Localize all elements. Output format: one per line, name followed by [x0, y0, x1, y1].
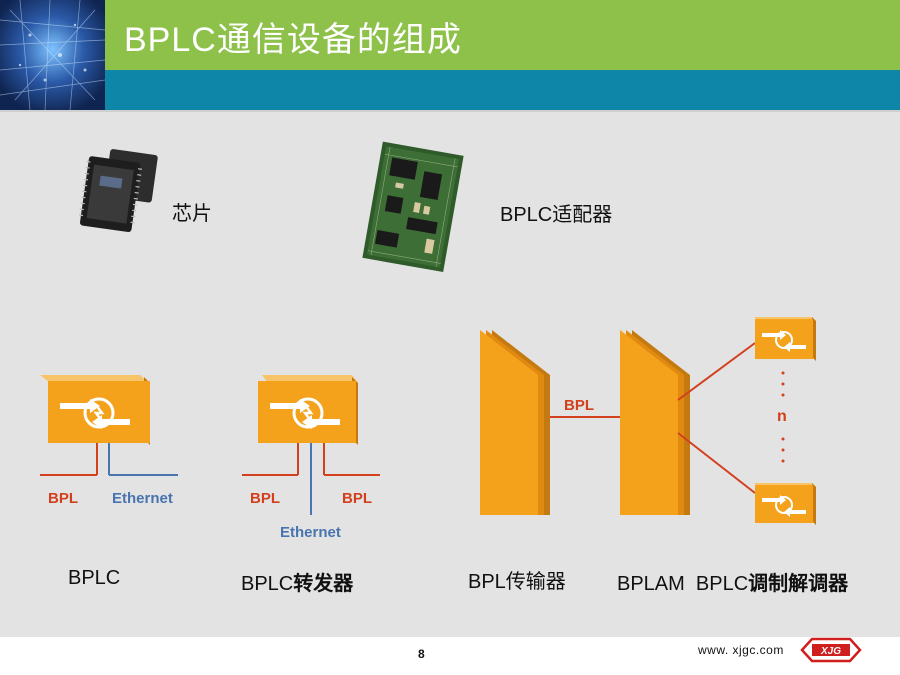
chip-label: 芯片 — [172, 203, 212, 225]
repeater-port-bpl-right: BPL — [342, 490, 372, 507]
slide-title: BPLC通信设备的组成 — [124, 21, 462, 59]
repeater-label-suffix: 转发器 — [293, 573, 354, 595]
fanout-line-top — [677, 342, 756, 401]
endpoint-router-bottom-icon — [754, 483, 816, 525]
repeater-port-ethernet: Ethernet — [280, 524, 341, 541]
corner-decoration-image — [0, 0, 105, 110]
logo-text: XJG — [820, 646, 841, 657]
page-number: 8 — [418, 647, 425, 661]
bpl-transmitter-label: BPL传输器 — [468, 571, 566, 593]
title-sub-bar — [105, 70, 900, 110]
bplc-label: BPLC — [68, 567, 121, 589]
modem-label-prefix: BPLAM BPLC — [617, 573, 749, 595]
bplc-repeater-diagram: BPL BPL Ethernet — [242, 375, 380, 541]
chip-image — [78, 149, 158, 232]
bplam-modem-label: BPLAM BPLC调制解调器 — [617, 567, 848, 596]
bplc-adapter-image — [362, 141, 464, 273]
modem-panel — [620, 330, 678, 515]
footer-url: www. xjgc.com — [698, 643, 784, 657]
bplc-port-bpl: BPL — [48, 490, 78, 507]
bplc-repeater-label: BPLC转发器 — [241, 567, 353, 596]
repeater-label-prefix: BPLC — [241, 573, 294, 595]
company-logo: XJG — [800, 637, 862, 663]
fanout-line-bottom — [677, 432, 756, 494]
bpl-link-label: BPL — [564, 397, 594, 414]
bplc-adapter-label: BPLC适配器 — [500, 204, 613, 226]
transmitter-panel — [480, 330, 538, 515]
endpoint-count-label: n — [777, 408, 787, 425]
slide-footer — [0, 637, 900, 675]
modem-label-suffix: 调制解调器 — [748, 573, 849, 595]
bplc-device-diagram: BPL Ethernet — [40, 375, 178, 507]
title-bar — [105, 0, 900, 70]
bplc-port-ethernet: Ethernet — [112, 490, 173, 507]
endpoint-router-top-icon — [754, 317, 816, 361]
bpl-transmission-diagram: BPL n — [480, 317, 816, 525]
repeater-port-bpl-left: BPL — [250, 490, 280, 507]
